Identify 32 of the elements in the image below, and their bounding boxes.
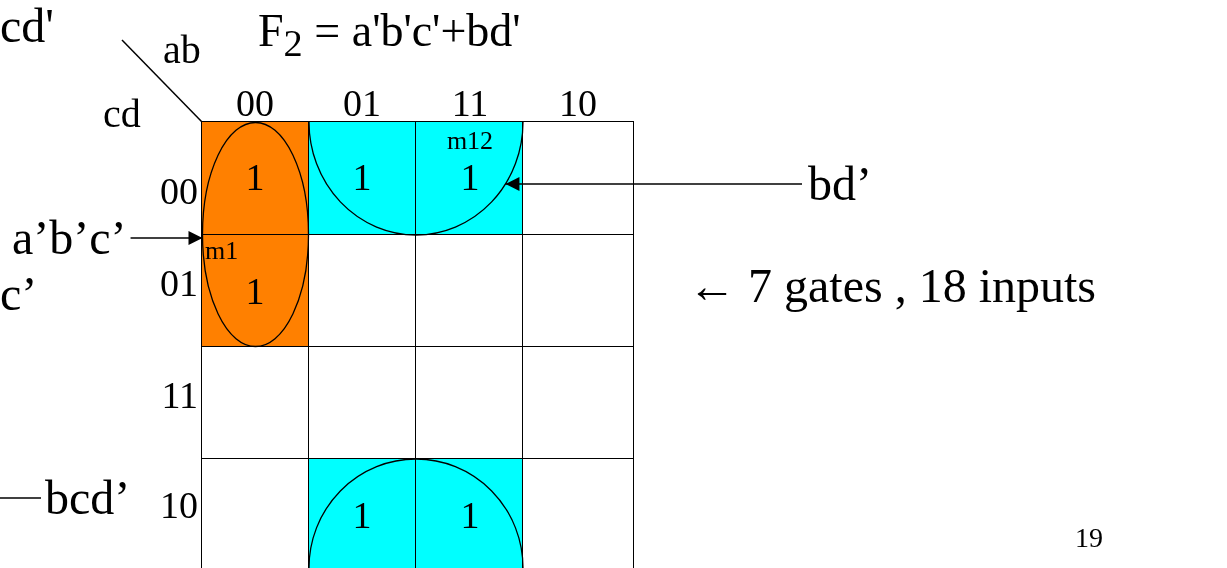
arrow	[504, 177, 803, 191]
cell-value: 1	[460, 496, 480, 534]
axis-label: ab	[163, 30, 201, 70]
cell-value: 1	[460, 158, 480, 196]
column-heading: 00	[236, 84, 274, 122]
row-heading: 00	[160, 172, 198, 210]
note-text: ← 7 gates , 18 inputs	[688, 262, 1096, 310]
term-label: a’b’c’	[12, 214, 127, 262]
cell-value: 1	[245, 158, 265, 196]
cell-value: 1	[352, 158, 372, 196]
grouping-loop	[308, 458, 524, 568]
cell-value: 1	[245, 272, 265, 310]
page-number: 19	[1075, 524, 1103, 552]
term-label: c’	[0, 270, 38, 318]
leader-line	[0, 497, 42, 499]
column-heading: 10	[559, 84, 597, 122]
term-label: bd’	[808, 160, 872, 208]
term-label: cd'	[0, 2, 54, 50]
grouping-loop	[308, 121, 524, 236]
row-heading: 10	[160, 486, 198, 524]
cell-value: 1	[352, 496, 372, 534]
term-label: bcd’	[45, 474, 131, 522]
row-heading: 11	[161, 376, 198, 414]
column-heading: 01	[343, 84, 381, 122]
column-heading: 11	[451, 84, 489, 122]
formula-title: F$_{2}$ = a'b'c'+bd'	[258, 8, 521, 63]
minterm-label: m12	[446, 128, 494, 154]
grouping-loop	[201, 121, 310, 348]
minterm-label: m1	[205, 238, 239, 264]
row-heading: 01	[160, 264, 198, 302]
arrow	[129, 231, 204, 245]
axis-label: cd	[103, 94, 141, 134]
